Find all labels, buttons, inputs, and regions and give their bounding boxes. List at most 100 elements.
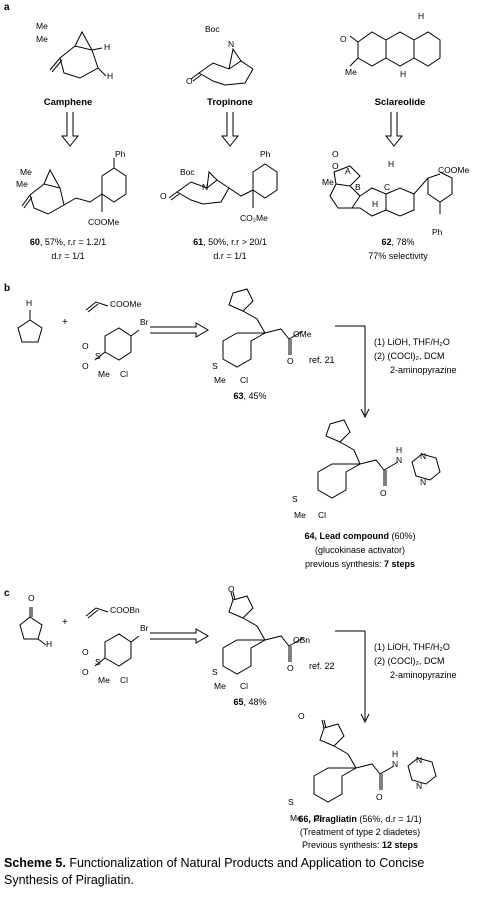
oxygen-label: O xyxy=(340,34,347,44)
oxygen-label: O xyxy=(298,711,305,721)
nitrogen-label: N xyxy=(416,781,423,791)
bromine-label: Br xyxy=(140,623,149,633)
methyl-label: Me xyxy=(98,369,110,379)
compound-64-note: (glucokinase activator) xyxy=(314,545,406,555)
ester-label: CO₂Me xyxy=(240,213,268,223)
caption-label: Scheme 5. xyxy=(4,856,66,870)
compound-64-previous: previous synthesis: 7 steps xyxy=(304,559,416,569)
camphene-name: Camphene xyxy=(43,97,93,108)
sulfur-label: S xyxy=(95,351,101,361)
sclareolide-structure xyxy=(349,31,441,67)
phenyl-label: Ph xyxy=(432,227,443,237)
caption-text: Functionalization of Natural Products an… xyxy=(4,856,425,887)
product-61-structure xyxy=(168,163,278,208)
hydrogen-label: H xyxy=(396,445,403,455)
compound-66-previous: Previous synthesis: 12 steps xyxy=(301,840,419,850)
condition-step-2: (2) (COCl)₂, DCM xyxy=(374,351,445,361)
sulfur-label: S xyxy=(288,797,294,807)
condition-step-1: (1) LiOH, THF/H₂O xyxy=(374,337,450,347)
reaction-arrow xyxy=(150,322,209,338)
methyl-label: Me xyxy=(294,510,306,520)
oxygen-label: O xyxy=(28,593,35,603)
hydrogen-label: H xyxy=(372,199,379,209)
aryl-bromide-structure xyxy=(94,327,140,361)
methyl-label: Me xyxy=(214,681,226,691)
down-arrow xyxy=(60,112,80,147)
product-62-selectivity: 77% selectivity xyxy=(368,251,428,261)
oxygen-label: O xyxy=(160,191,167,201)
product-61-dr: d.r = 1/1 xyxy=(213,251,247,261)
product-62-structure xyxy=(329,165,453,217)
oxygen-label: O xyxy=(82,647,89,657)
hydrogen-label: H xyxy=(26,298,33,308)
methyl-label: Me xyxy=(20,167,32,177)
product-62-label: 62, 78% xyxy=(381,237,415,247)
nitrogen-label: N xyxy=(202,182,209,192)
nitrogen-label: N xyxy=(420,477,427,487)
tropinone-structure xyxy=(190,47,254,86)
condition-step-3: 2-aminopyrazine xyxy=(390,670,457,680)
oxygen-label: O xyxy=(82,667,89,677)
oxygen-label: O xyxy=(186,76,193,86)
hydrogen-label: H xyxy=(388,159,395,169)
oxygen-label: O xyxy=(380,488,387,498)
nitrogen-label: N xyxy=(416,755,423,765)
methyl-label: Me xyxy=(98,675,110,685)
chlorine-label: Cl xyxy=(120,675,129,685)
nitrogen-label: N xyxy=(420,451,427,461)
ester-label: OBn xyxy=(293,635,311,645)
acrylate-structure xyxy=(85,301,109,313)
intermediate-65-structure xyxy=(222,591,304,675)
cyclopentane-structure xyxy=(17,310,43,343)
down-arrow xyxy=(384,112,404,147)
scheme-caption: Scheme 5. Functionalization of Natural P… xyxy=(4,855,480,889)
ester-label: OMe xyxy=(293,329,312,339)
product-60-dr: d.r = 1/1 xyxy=(51,251,85,261)
plus-sign: + xyxy=(62,317,68,328)
condition-step-2: (2) (COCl)₂, DCM xyxy=(374,656,445,666)
step-arrow xyxy=(335,325,370,419)
product-60-label: 60, 57%, r.r = 1.2/1 xyxy=(29,237,107,247)
hydrogen-label: H xyxy=(392,749,399,759)
chlorine-label: Cl xyxy=(240,375,249,385)
methyl-label: Me xyxy=(36,21,48,31)
ester-label: COOMe xyxy=(88,217,120,227)
oxygen-label: O xyxy=(332,161,339,171)
camphene-structure xyxy=(49,30,107,79)
hydrogen-label: H xyxy=(46,639,53,649)
intermediate-63-structure xyxy=(222,288,304,368)
step-arrow xyxy=(335,630,370,724)
hydrogen-label: H xyxy=(104,42,111,52)
hydrogen-label: H xyxy=(418,11,425,21)
ring-label: B xyxy=(355,182,361,192)
methyl-label: Me xyxy=(345,67,357,77)
compound-66-label: 66, Piragliatin (56%, d.r = 1/1) xyxy=(298,814,422,824)
cyclopentanone-structure xyxy=(19,607,47,646)
oxygen-label: O xyxy=(228,584,235,594)
methyl-label: Me xyxy=(16,179,28,189)
acrylate-structure xyxy=(85,607,109,619)
methyl-label: Me xyxy=(290,813,302,823)
product-60-structure xyxy=(21,158,127,215)
oxygen-label: O xyxy=(376,792,383,802)
aryl-bromide-structure xyxy=(94,633,140,667)
methyl-label: Me xyxy=(214,375,226,385)
intermediate-63-label: 63, 45% xyxy=(233,391,267,401)
sclareolide-name: Sclareolide xyxy=(374,97,426,108)
condition-step-3: 2-aminopyrazine xyxy=(390,365,457,375)
acrylate-label: COOMe xyxy=(110,299,142,309)
boc-label: Boc xyxy=(205,24,220,34)
boc-label: Boc xyxy=(180,167,195,177)
ring-label: C xyxy=(384,182,391,192)
sulfur-label: S xyxy=(212,361,218,371)
nitrogen-label: N xyxy=(396,455,403,465)
compound-64-label: 64, Lead compound (60%) xyxy=(304,531,416,541)
sulfur-label: S xyxy=(212,667,218,677)
reaction-arrow xyxy=(150,628,209,644)
chlorine-label: Cl xyxy=(240,681,249,691)
chlorine-label: Cl xyxy=(314,813,323,823)
intermediate-65-label: 65, 48% xyxy=(233,697,267,707)
oxygen-label: O xyxy=(82,341,89,351)
chlorine-label: Cl xyxy=(120,369,129,379)
methyl-label: Me xyxy=(322,177,334,187)
